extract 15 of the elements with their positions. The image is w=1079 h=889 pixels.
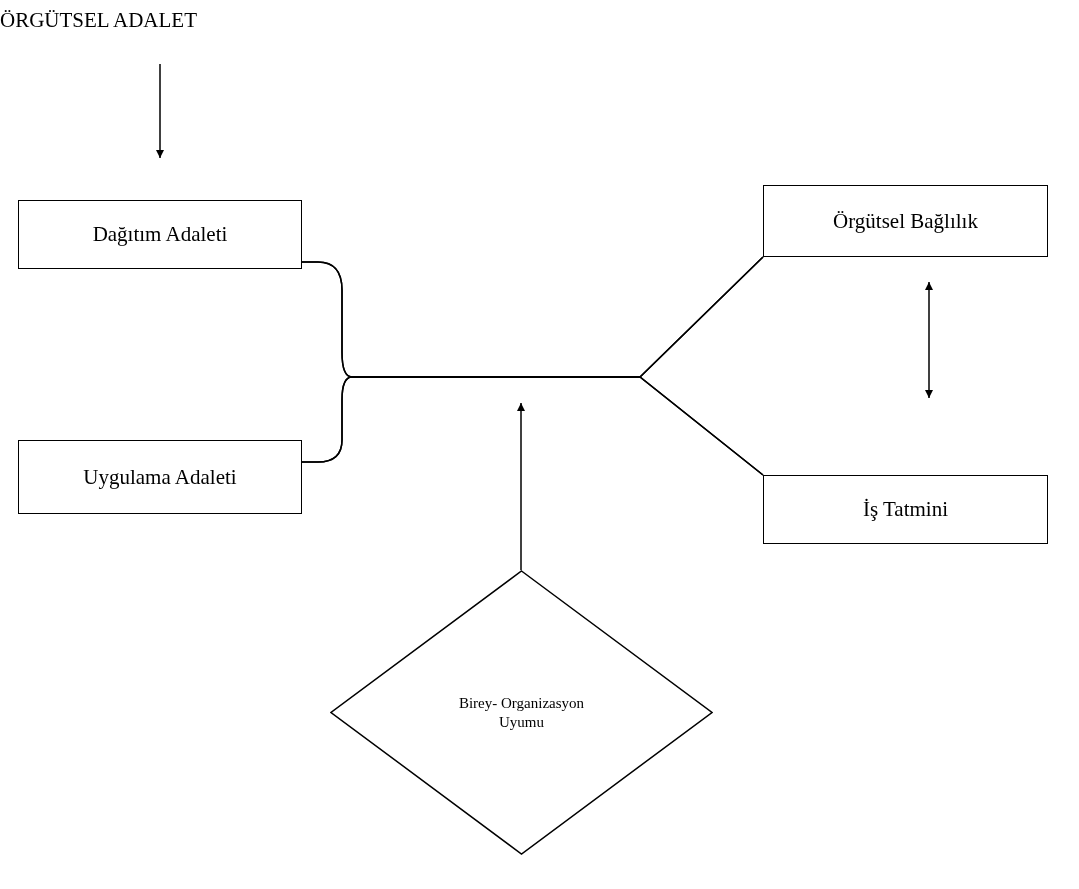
decision-diamond [330,570,713,855]
process-box [763,475,1048,544]
process-box [18,440,302,514]
connector-line [301,376,764,476]
node-label: İş Tatmini [862,497,949,522]
process-box [18,200,302,269]
arrow [156,63,164,159]
heading-text: ÖRGÜTSEL ADALET [0,7,197,32]
arrow [925,281,933,399]
process-box [763,185,1048,257]
node-label: Örgütsel Bağlılık [833,208,978,233]
node-label: Birey- Organizasyon Uyumu [457,693,586,732]
node-label: Dağıtım Adaleti [92,222,228,247]
arrow [517,402,525,571]
node-label: Uygulama Adaleti [83,464,237,489]
